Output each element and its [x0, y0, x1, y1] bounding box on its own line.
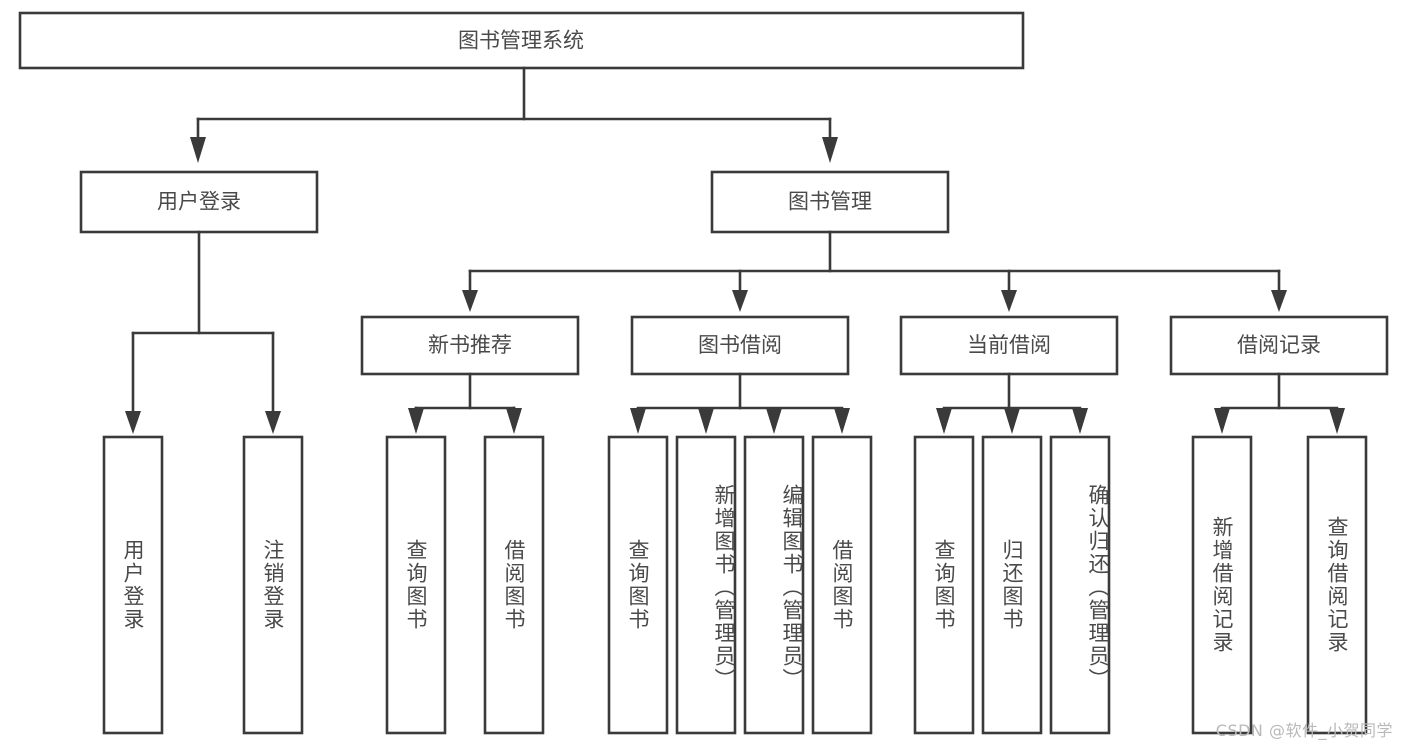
arrow-to-book-mgmt: [822, 137, 838, 163]
arrow-user-login-leaf-1: [265, 411, 281, 434]
leaf-box-current-borrow-0[interactable]: [913, 435, 975, 735]
arrow-to-current-borrow: [1001, 290, 1017, 312]
node-borrow-record-box[interactable]: [1169, 315, 1389, 376]
leaf-box-book-borrow-0[interactable]: [607, 435, 669, 735]
leaf-box-user-login-0[interactable]: [102, 435, 164, 735]
node-book-mgmt-label: 图书管理: [788, 190, 872, 214]
arrow-user-login-leaf-0: [125, 411, 141, 434]
node-new-book-rec-label: 新书推荐: [428, 333, 512, 357]
leaf-box-borrow-record-0[interactable]: [1191, 435, 1253, 735]
arrow-current-borrow-leaf-1: [1004, 408, 1020, 434]
arrow-new-book-rec-leaf-0: [408, 408, 424, 434]
arrow-book-borrow-leaf-3: [834, 408, 850, 434]
node-book-borrow-label: 图书借阅: [698, 333, 782, 357]
node-user-login-label: 用户登录: [157, 190, 241, 214]
arrow-to-new-book-rec: [462, 290, 478, 312]
node-new-book-rec-box[interactable]: [360, 315, 580, 376]
node-current-borrow-box[interactable]: [899, 315, 1119, 376]
arrow-to-book-borrow: [732, 290, 748, 312]
node-borrow-record-label: 借阅记录: [1237, 333, 1321, 357]
node-root-box[interactable]: [18, 11, 1025, 70]
arrow-to-borrow-record: [1271, 290, 1287, 312]
leaf-box-book-borrow-2[interactable]: [743, 435, 805, 735]
leaf-box-current-borrow-1[interactable]: [981, 435, 1043, 735]
node-book-mgmt-box[interactable]: [710, 170, 950, 234]
watermark-text: CSDN @软件_小贺同学: [1215, 721, 1393, 740]
arrow-current-borrow-leaf-2: [1072, 408, 1088, 434]
leaf-box-current-borrow-2[interactable]: [1049, 435, 1111, 735]
arrow-book-borrow-leaf-2: [766, 408, 782, 434]
arrow-borrow-record-leaf-0: [1214, 408, 1230, 434]
leaf-box-new-book-rec-0[interactable]: [385, 435, 447, 735]
arrow-current-borrow-leaf-0: [936, 408, 952, 434]
leaf-box-user-login-1[interactable]: [242, 435, 304, 735]
leaf-box-borrow-record-1[interactable]: [1306, 435, 1368, 735]
arrow-to-user-login: [190, 137, 206, 163]
node-root-label: 图书管理系统: [458, 29, 584, 53]
arrow-borrow-record-leaf-1: [1329, 408, 1345, 434]
arrow-book-borrow-leaf-1: [698, 408, 714, 434]
arrow-book-borrow-leaf-0: [630, 408, 646, 434]
leaf-box-book-borrow-3[interactable]: [811, 435, 873, 735]
node-book-borrow-box[interactable]: [630, 315, 850, 376]
leaf-box-book-borrow-1[interactable]: [675, 435, 737, 735]
arrow-new-book-rec-leaf-1: [506, 408, 522, 434]
leaf-box-new-book-rec-1[interactable]: [483, 435, 545, 735]
node-current-borrow-label: 当前借阅: [967, 333, 1051, 357]
